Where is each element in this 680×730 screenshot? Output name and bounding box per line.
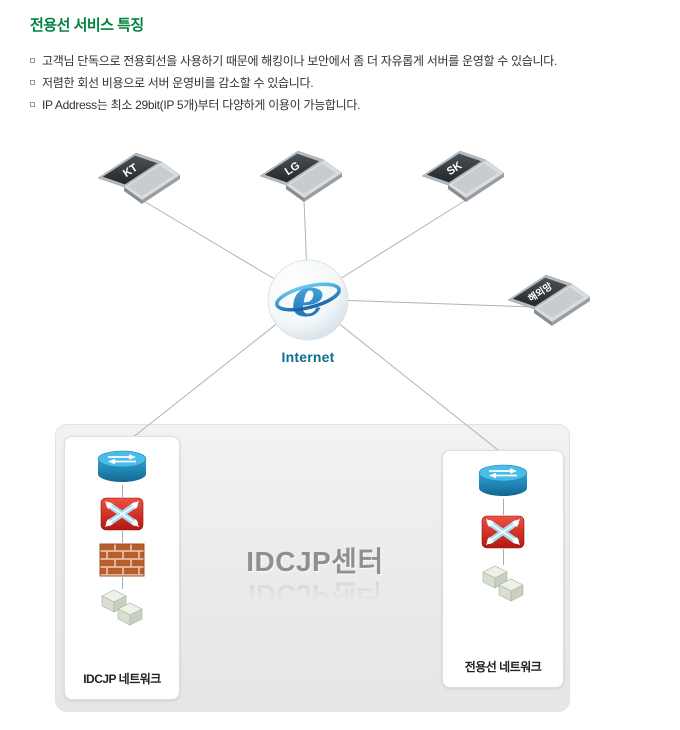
laptop-icon: KT [97,152,181,204]
center-title: IDCJP센터 [246,546,384,577]
bullet-square-icon [30,102,35,107]
center-title-reflection: IDCJP센터 [248,579,382,610]
laptop-kt: KT [94,150,184,213]
laptop-overseas: 해외망 [504,272,594,335]
stack-connector-line [502,499,504,515]
internet-node: e Internet [265,257,351,365]
laptop-sk: SK [418,148,508,211]
switch-icon [481,515,525,549]
network-box-label: 전용선 네트워크 [464,660,542,674]
page-title: 전용선 서비스 특징 [30,17,144,34]
laptop-lg: LG [256,148,346,211]
stack-connector-line [121,485,123,497]
feature-list: 고객님 단독으로 전용회선을 사용하기 때문에 해킹이나 보안에서 좀 더 자유… [30,54,660,120]
stack-connector-line [121,531,123,543]
svg-text:e: e [291,268,324,329]
bullet-square-icon [30,58,35,63]
feature-text: 저렴한 회선 비용으로 서버 운영비를 감소할 수 있습니다. [42,76,314,90]
feature-item: IP Address는 최소 29bit(IP 5개)부터 다양하게 이용이 가… [30,98,660,112]
router-icon [478,464,528,496]
internet-label: Internet [281,349,335,365]
feature-text: 고객님 단독으로 전용회선을 사용하기 때문에 해킹이나 보안에서 좀 더 자유… [42,54,558,68]
firewall-icon [99,543,145,577]
network-box-label: IDCJP 네트워크 [83,672,161,686]
stack-connector-line [502,549,504,565]
internet-globe-icon: e [267,259,349,341]
laptop-icon: SK [421,150,505,202]
stack-connector-line [121,577,123,589]
laptop-icon: 해외망 [507,274,591,326]
feature-item: 저렴한 회선 비용으로 서버 운영비를 감소할 수 있습니다. [30,76,660,90]
idcjp-network-box: IDCJP 네트워크 [64,436,180,700]
center-title-wrap: IDCJP센터 IDCJP센터 [205,540,425,616]
router-icon [97,450,147,482]
switch-icon [100,497,144,531]
dedicated-network-box: 전용선 네트워크 [442,450,564,688]
server-icon [482,565,524,602]
server-icon [101,589,143,626]
feature-item: 고객님 단독으로 전용회선을 사용하기 때문에 해킹이나 보안에서 좀 더 자유… [30,54,660,68]
laptop-icon: LG [259,150,343,202]
feature-text: IP Address는 최소 29bit(IP 5개)부터 다양하게 이용이 가… [42,98,361,112]
bullet-square-icon [30,80,35,85]
